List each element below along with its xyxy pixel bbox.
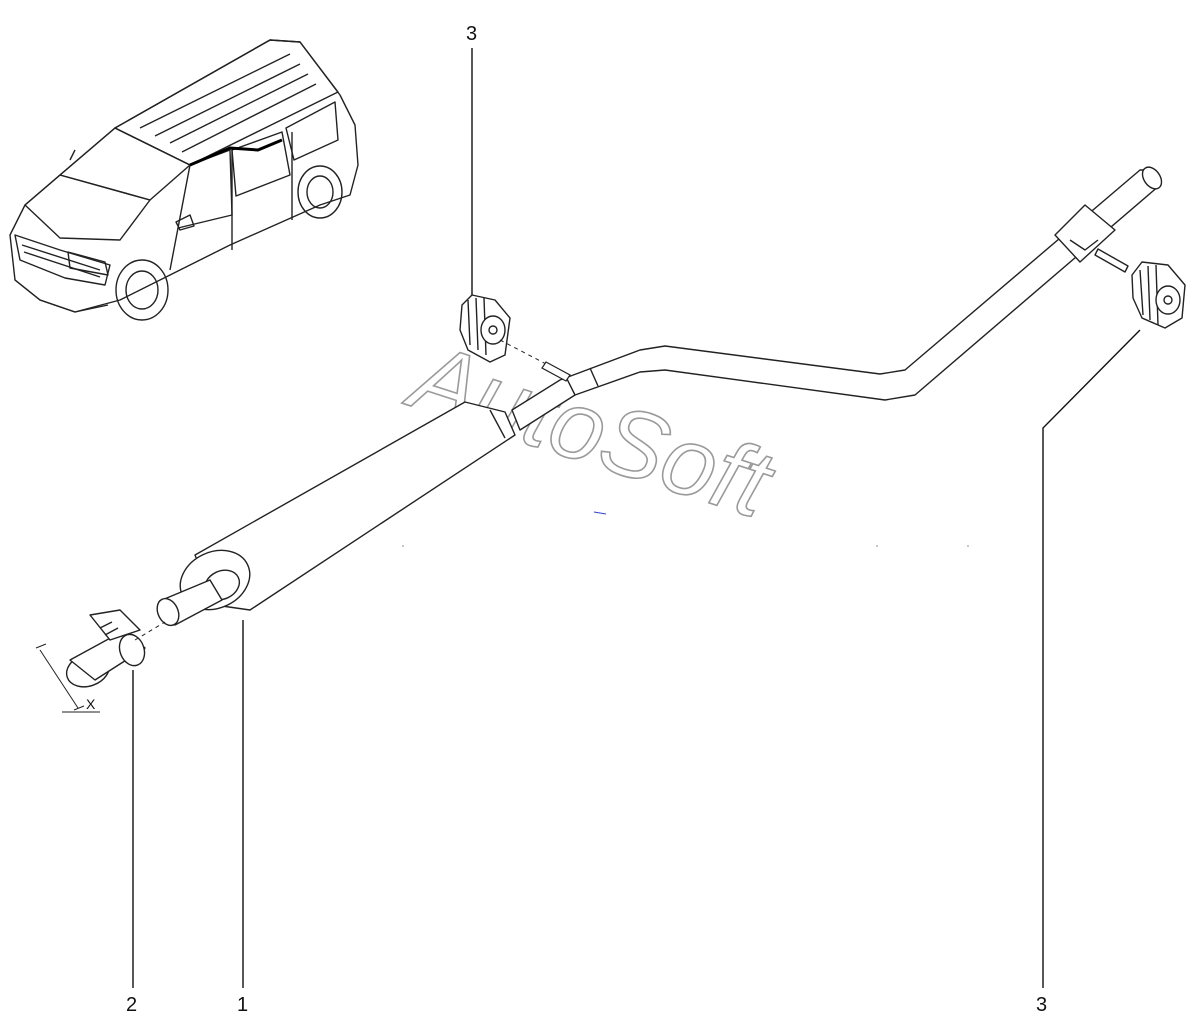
callout-part-1: 1 (237, 994, 248, 1016)
leader-lines (132, 48, 1141, 988)
stray-dot (402, 545, 404, 547)
callout-part-2: 2 (126, 994, 137, 1016)
dimension-x (35, 643, 100, 713)
silencer-icon (156, 401, 516, 627)
vehicle-icon (9, 39, 359, 321)
stray-dot (967, 545, 969, 547)
alignment-line (499, 339, 549, 366)
stray-dot (876, 545, 878, 547)
bolt-icon (541, 361, 571, 382)
dimension-x-label: X (86, 696, 96, 712)
rubber-hanger-icon (459, 294, 511, 363)
rubber-hanger-icon (1131, 261, 1186, 329)
alignment-line (134, 621, 166, 641)
stray-mark (593, 511, 607, 515)
exhaust-pipe-icon (511, 166, 1163, 431)
callout-part-3-bottom: 3 (1036, 994, 1047, 1016)
callout-part-3-top: 3 (466, 23, 477, 45)
clamp-icon (65, 609, 146, 688)
